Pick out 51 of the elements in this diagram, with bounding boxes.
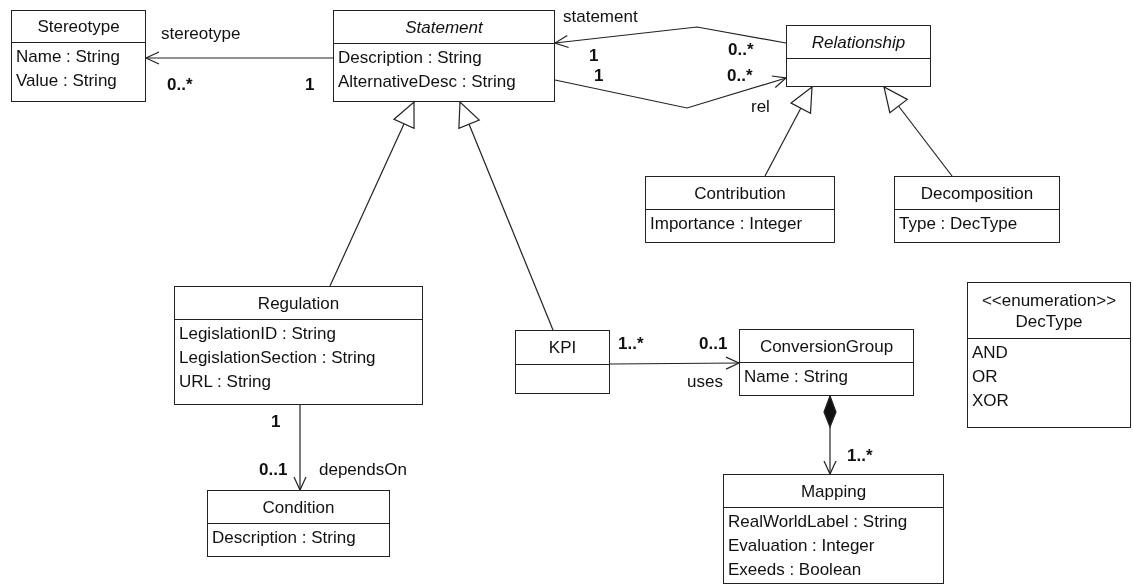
attribute-text: Name : String	[744, 366, 848, 388]
class-name: Mapping	[800, 480, 867, 502]
class-name: Decomposition	[920, 182, 1034, 204]
attribute-text: OR	[972, 366, 998, 388]
class-box	[333, 10, 555, 102]
attribute-text: Type : DecType	[899, 213, 1018, 235]
attribute-text: AND	[972, 342, 1008, 364]
class-box	[739, 329, 914, 396]
attribute-text: Evaluation : Integer	[728, 535, 875, 557]
edge-label: dependsOn	[318, 460, 408, 479]
attribute-text: Importance : Integer	[650, 213, 803, 235]
class-name: KPI	[548, 337, 577, 358]
association-arrow	[554, 75, 787, 109]
class-box	[11, 10, 146, 102]
class-box	[174, 286, 423, 405]
attribute-text: XOR	[972, 390, 1009, 412]
class-name: Contribution	[694, 182, 786, 204]
attribute-text: LegislationID : String	[179, 323, 336, 345]
class-box	[723, 474, 944, 584]
class-name: Statement	[405, 16, 483, 38]
class-box	[967, 282, 1131, 428]
generalization-arrow	[764, 86, 813, 177]
class-box	[894, 176, 1060, 243]
class-box	[645, 176, 835, 243]
attribute-text: URL : String	[179, 371, 271, 393]
stereotype-text: <<enumeration>>	[981, 289, 1117, 311]
class-name: Stereotype	[37, 16, 120, 37]
generalization-arrow	[329, 101, 415, 287]
class-box	[515, 330, 610, 394]
class-box	[786, 25, 931, 87]
class-name: Relationship	[811, 31, 906, 53]
class-name: Condition	[262, 496, 335, 518]
attribute-text: RealWorldLabel : String	[728, 511, 908, 533]
composition-arrow	[823, 395, 837, 475]
attribute-text: Description : String	[338, 47, 482, 69]
class-name: Regulation	[257, 292, 340, 314]
generalization-arrow	[883, 86, 953, 177]
class-name: DecType	[1015, 310, 1083, 332]
association-arrow	[293, 404, 307, 491]
generalization-arrow	[458, 101, 554, 331]
association-arrow	[554, 26, 787, 49]
attribute-text: Name : String	[16, 46, 120, 68]
attribute-text: AlternativeDesc : String	[338, 71, 516, 93]
attribute-text: LegislationSection : String	[179, 347, 376, 369]
association-arrow	[145, 51, 334, 65]
class-name: ConversionGroup	[759, 335, 894, 357]
attribute-text: Description : String	[212, 527, 356, 549]
attribute-text: Exeeds : Boolean	[728, 559, 862, 581]
association-arrow	[609, 356, 740, 370]
attribute-text: Value : String	[16, 70, 117, 92]
class-box	[207, 490, 390, 557]
